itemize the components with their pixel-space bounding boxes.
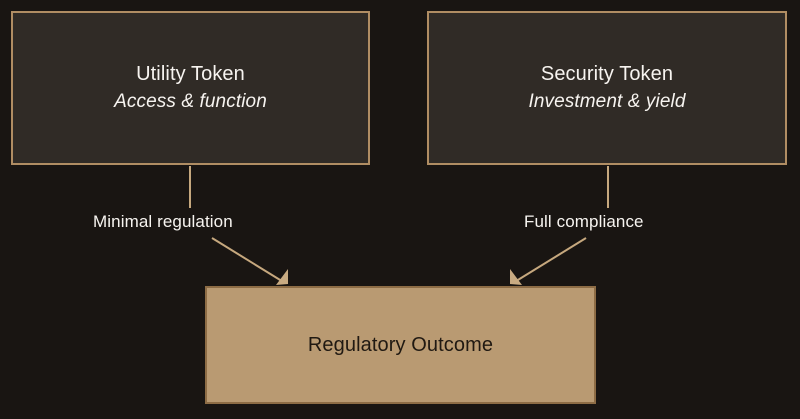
edge-label-minimal-regulation: Minimal regulation xyxy=(93,212,233,231)
node-security-token-title: Security Token xyxy=(540,62,674,85)
node-regulatory-outcome[interactable]: Regulatory Outcome xyxy=(205,286,596,404)
node-utility-token-title: Utility Token xyxy=(136,62,245,85)
edge-security-arrowhead-icon xyxy=(510,269,522,285)
edge-utility-diagonal-segment xyxy=(211,237,286,284)
edge-label-full-compliance: Full compliance xyxy=(524,212,644,231)
edge-utility-arrowhead-icon xyxy=(276,269,288,285)
node-utility-token[interactable]: Utility Token Access & function xyxy=(11,11,370,165)
node-security-token[interactable]: Security Token Investment & yield xyxy=(427,11,787,165)
node-utility-token-subtitle: Access & function xyxy=(114,91,267,113)
edge-security-diagonal-segment xyxy=(512,237,587,284)
node-regulatory-outcome-title: Regulatory Outcome xyxy=(307,333,494,356)
node-security-token-subtitle: Investment & yield xyxy=(528,91,686,113)
